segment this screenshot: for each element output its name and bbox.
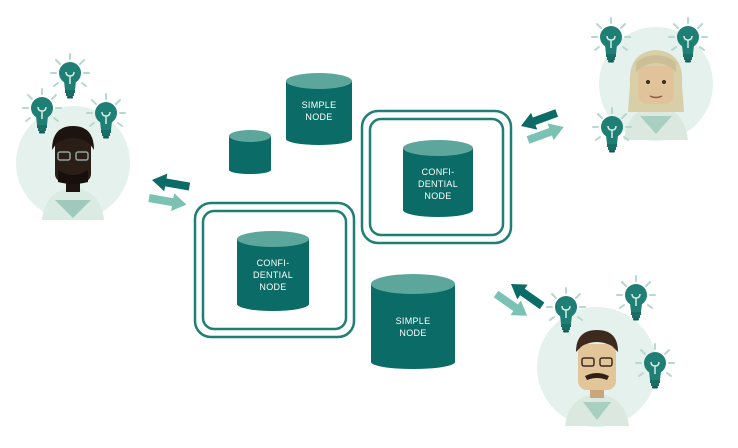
simple-node-top-line2: NODE (305, 112, 332, 122)
user-top-right (591, 17, 713, 154)
secure-enclosure-inner (201, 209, 348, 331)
person-avatar-icon (565, 330, 629, 426)
confidential-node-left: CONFI- DENTIAL NODE (193, 201, 356, 339)
confidential-node-right: CONFI- DENTIAL NODE (360, 109, 513, 245)
user-left (16, 53, 130, 220)
person-avatar-icon (42, 126, 104, 220)
secure-enclosure-outer (360, 109, 513, 245)
confidential-node-left-line1: CONFI- (257, 258, 290, 268)
lightbulb-icon (50, 53, 90, 100)
confidential-node-left-line2: DENTIAL (253, 270, 293, 280)
simple-node-bottom-line1: SIMPLE (396, 316, 431, 326)
user-bottom-right (537, 275, 675, 427)
confidential-node-right-line1: CONFI- (422, 167, 455, 177)
simple-node-small (229, 130, 271, 174)
secure-enclosure-outer (193, 201, 356, 339)
arrow-left-icon (150, 171, 191, 196)
confidential-node-right-line3: NODE (424, 191, 451, 201)
exchange-arrows-left (147, 171, 191, 214)
simple-node-top-line1: SIMPLE (302, 100, 337, 110)
simple-node-bottom: SIMPLE NODE (371, 274, 455, 369)
simple-node-bottom-line2: NODE (399, 328, 426, 338)
confidential-node-right-line2: DENTIAL (418, 179, 458, 189)
person-avatar-icon (624, 50, 688, 140)
simple-node-top: SIMPLE NODE (286, 73, 352, 145)
exchange-arrows-top-right (517, 104, 567, 149)
confidential-node-left-line3: NODE (259, 282, 286, 292)
arrow-right-icon (147, 189, 188, 214)
secure-enclosure-inner (368, 117, 505, 237)
exchange-arrows-bottom-right (490, 276, 548, 324)
